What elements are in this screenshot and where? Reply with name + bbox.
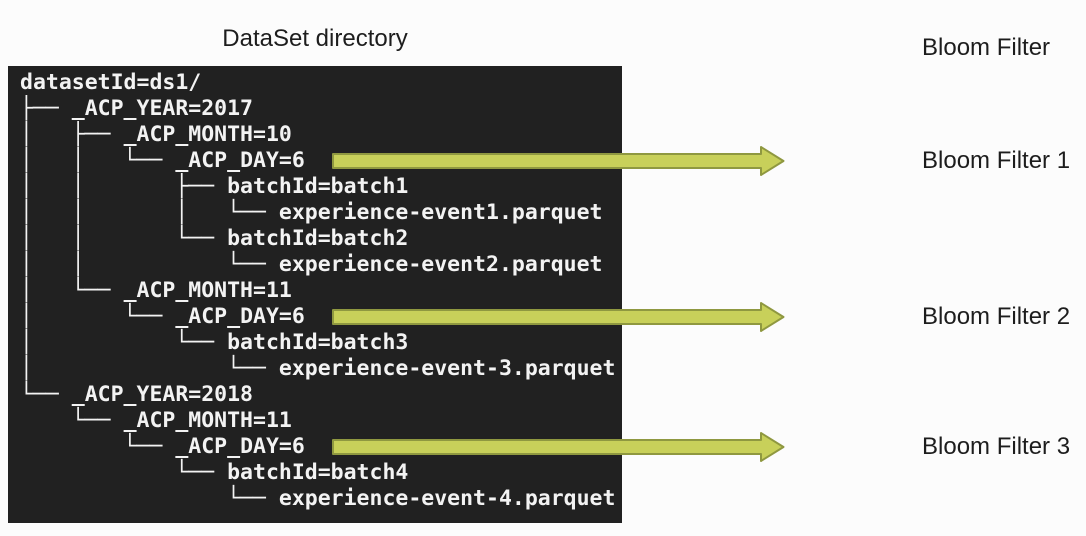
bloom-filter-2-label: Bloom Filter 2 (922, 303, 1071, 330)
dataset-directory-title: DataSet directory (222, 25, 408, 52)
tree-connector: │ │ └── (20, 148, 176, 173)
dataset-directory-panel: datasetId=ds1/├── _ACP_YEAR=2017│ ├── _A… (8, 66, 622, 523)
tree-node-label: batchId=batch3 (227, 330, 409, 355)
arrow-to-bloom-filter-3 (332, 432, 785, 462)
bloom-filter-3-label: Bloom Filter 3 (922, 433, 1071, 460)
arrow-to-bloom-filter-2 (332, 302, 785, 332)
tree-connector: └── (20, 382, 72, 407)
tree-row: │ │ └── experience-event2.parquet (20, 252, 622, 278)
tree-connector: └── (20, 460, 228, 485)
arrow-to-bloom-filter-1 (332, 146, 785, 176)
tree-node-label: experience-event2.parquet (278, 252, 603, 277)
tree-row: │ │ └── batchId=batch2 (20, 226, 622, 252)
tree-connector: │ └── (20, 356, 279, 381)
tree-connector: └── (20, 486, 279, 511)
tree-connector: └── (20, 434, 176, 459)
tree-node-label: experience-event-3.parquet (278, 356, 616, 381)
tree-connector: │ │ └── (20, 252, 279, 277)
tree-node-label: experience-event-4.parquet (278, 486, 616, 511)
bloom-filter-1-label: Bloom Filter 1 (922, 147, 1071, 174)
tree-node-label: batchId=batch4 (227, 460, 409, 485)
tree-row: └── _ACP_MONTH=11 (20, 408, 622, 434)
tree-row: │ └── experience-event-3.parquet (20, 356, 622, 382)
tree-connector: └── (20, 408, 124, 433)
tree-connector: │ └── (20, 278, 124, 303)
tree-node-label: batchId=batch1 (227, 174, 409, 199)
tree-row: ├── _ACP_YEAR=2017 (20, 96, 622, 122)
tree-node-label: _ACP_DAY=6 (175, 304, 305, 329)
tree-node-label: _ACP_DAY=6 (175, 434, 305, 459)
tree-connector: │ │ ├── (20, 174, 228, 199)
bloom-filter-title: Bloom Filter (922, 34, 1051, 61)
tree-row: │ └── batchId=batch3 (20, 330, 622, 356)
tree-node-label: experience-event1.parquet (278, 200, 603, 225)
tree-connector: │ │ │ └── (20, 200, 279, 225)
tree-node-label: batchId=batch2 (227, 226, 409, 251)
tree-node-label: _ACP_DAY=6 (175, 148, 305, 173)
tree-row: └── experience-event-4.parquet (20, 486, 622, 512)
tree-node-label: datasetId=ds1/ (20, 70, 202, 95)
tree-connector: │ └── (20, 330, 228, 355)
directory-tree: datasetId=ds1/├── _ACP_YEAR=2017│ ├── _A… (8, 66, 622, 512)
tree-row: └── _ACP_DAY=6 (20, 434, 622, 460)
tree-node-label: _ACP_YEAR=2018 (71, 382, 253, 407)
tree-row: │ │ └── _ACP_DAY=6 (20, 148, 622, 174)
tree-row: │ ├── _ACP_MONTH=10 (20, 122, 622, 148)
tree-connector: ├── (20, 96, 72, 121)
tree-row: │ │ ├── batchId=batch1 (20, 174, 622, 200)
tree-row: │ │ │ └── experience-event1.parquet (20, 200, 622, 226)
tree-node-label: _ACP_MONTH=10 (123, 122, 292, 147)
tree-node-label: _ACP_MONTH=11 (123, 408, 292, 433)
tree-node-label: _ACP_YEAR=2017 (71, 96, 253, 121)
tree-row: └── _ACP_YEAR=2018 (20, 382, 622, 408)
tree-row: │ └── _ACP_MONTH=11 (20, 278, 622, 304)
tree-row: └── batchId=batch4 (20, 460, 622, 486)
tree-row: │ └── _ACP_DAY=6 (20, 304, 622, 330)
tree-connector: │ └── (20, 304, 176, 329)
tree-node-label: _ACP_MONTH=11 (123, 278, 292, 303)
tree-connector: │ │ └── (20, 226, 228, 251)
tree-connector: │ ├── (20, 122, 124, 147)
tree-row: datasetId=ds1/ (20, 70, 622, 96)
